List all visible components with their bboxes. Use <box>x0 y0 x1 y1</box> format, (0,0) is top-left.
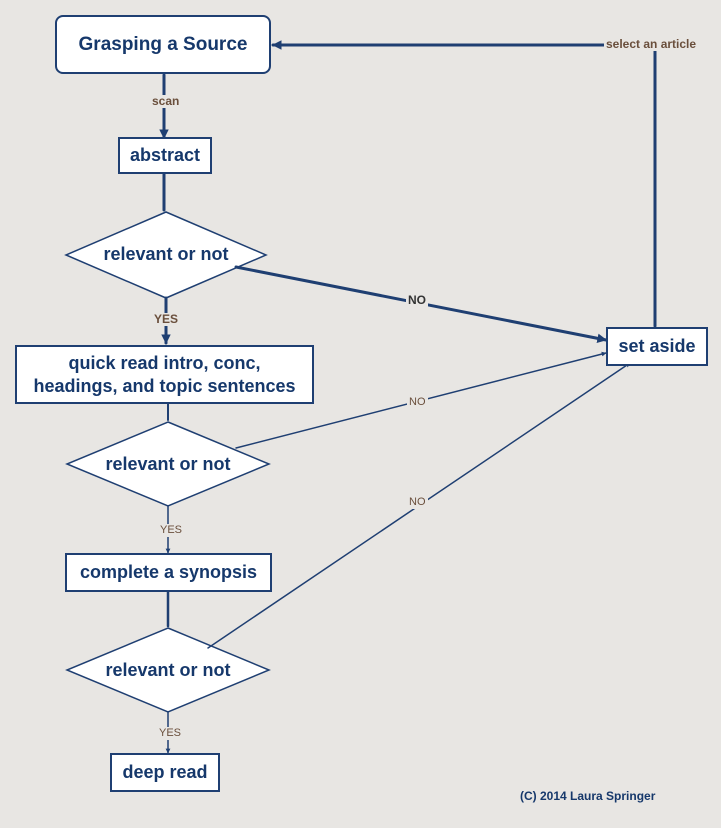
set-aside-node: set aside <box>606 327 708 366</box>
copyright-notice: (C) 2014 Laura Springer <box>520 789 656 803</box>
start-node: Grasping a Source <box>55 15 271 74</box>
edge-label-yes-3: YES <box>157 727 184 740</box>
edge-label-no-1: NO <box>406 293 428 307</box>
quick-read-line-1: quick read intro, conc, <box>68 353 261 373</box>
synopsis-node: complete a synopsis <box>65 553 272 592</box>
decision-label-3: relevant or not <box>105 660 231 680</box>
edge-select-article <box>271 40 657 328</box>
quick-read-node: quick read intro, conc, headings, and to… <box>15 345 314 404</box>
decision-label-1: relevant or not <box>103 244 229 264</box>
abstract-node: abstract <box>118 137 212 174</box>
edge-label-yes-2: YES <box>158 524 185 537</box>
edge-label-no-3: NO <box>407 496 428 509</box>
edge-label-select-article: select an article <box>604 37 699 51</box>
quick-read-line-2: headings, and topic sentences <box>33 375 296 396</box>
edge-label-scan: scan <box>150 94 182 108</box>
edge-label-yes-1: YES <box>152 312 181 326</box>
decision-label-2: relevant or not <box>105 454 231 474</box>
edge-label-no-2: NO <box>407 396 428 409</box>
deep-read-node: deep read <box>110 753 220 792</box>
